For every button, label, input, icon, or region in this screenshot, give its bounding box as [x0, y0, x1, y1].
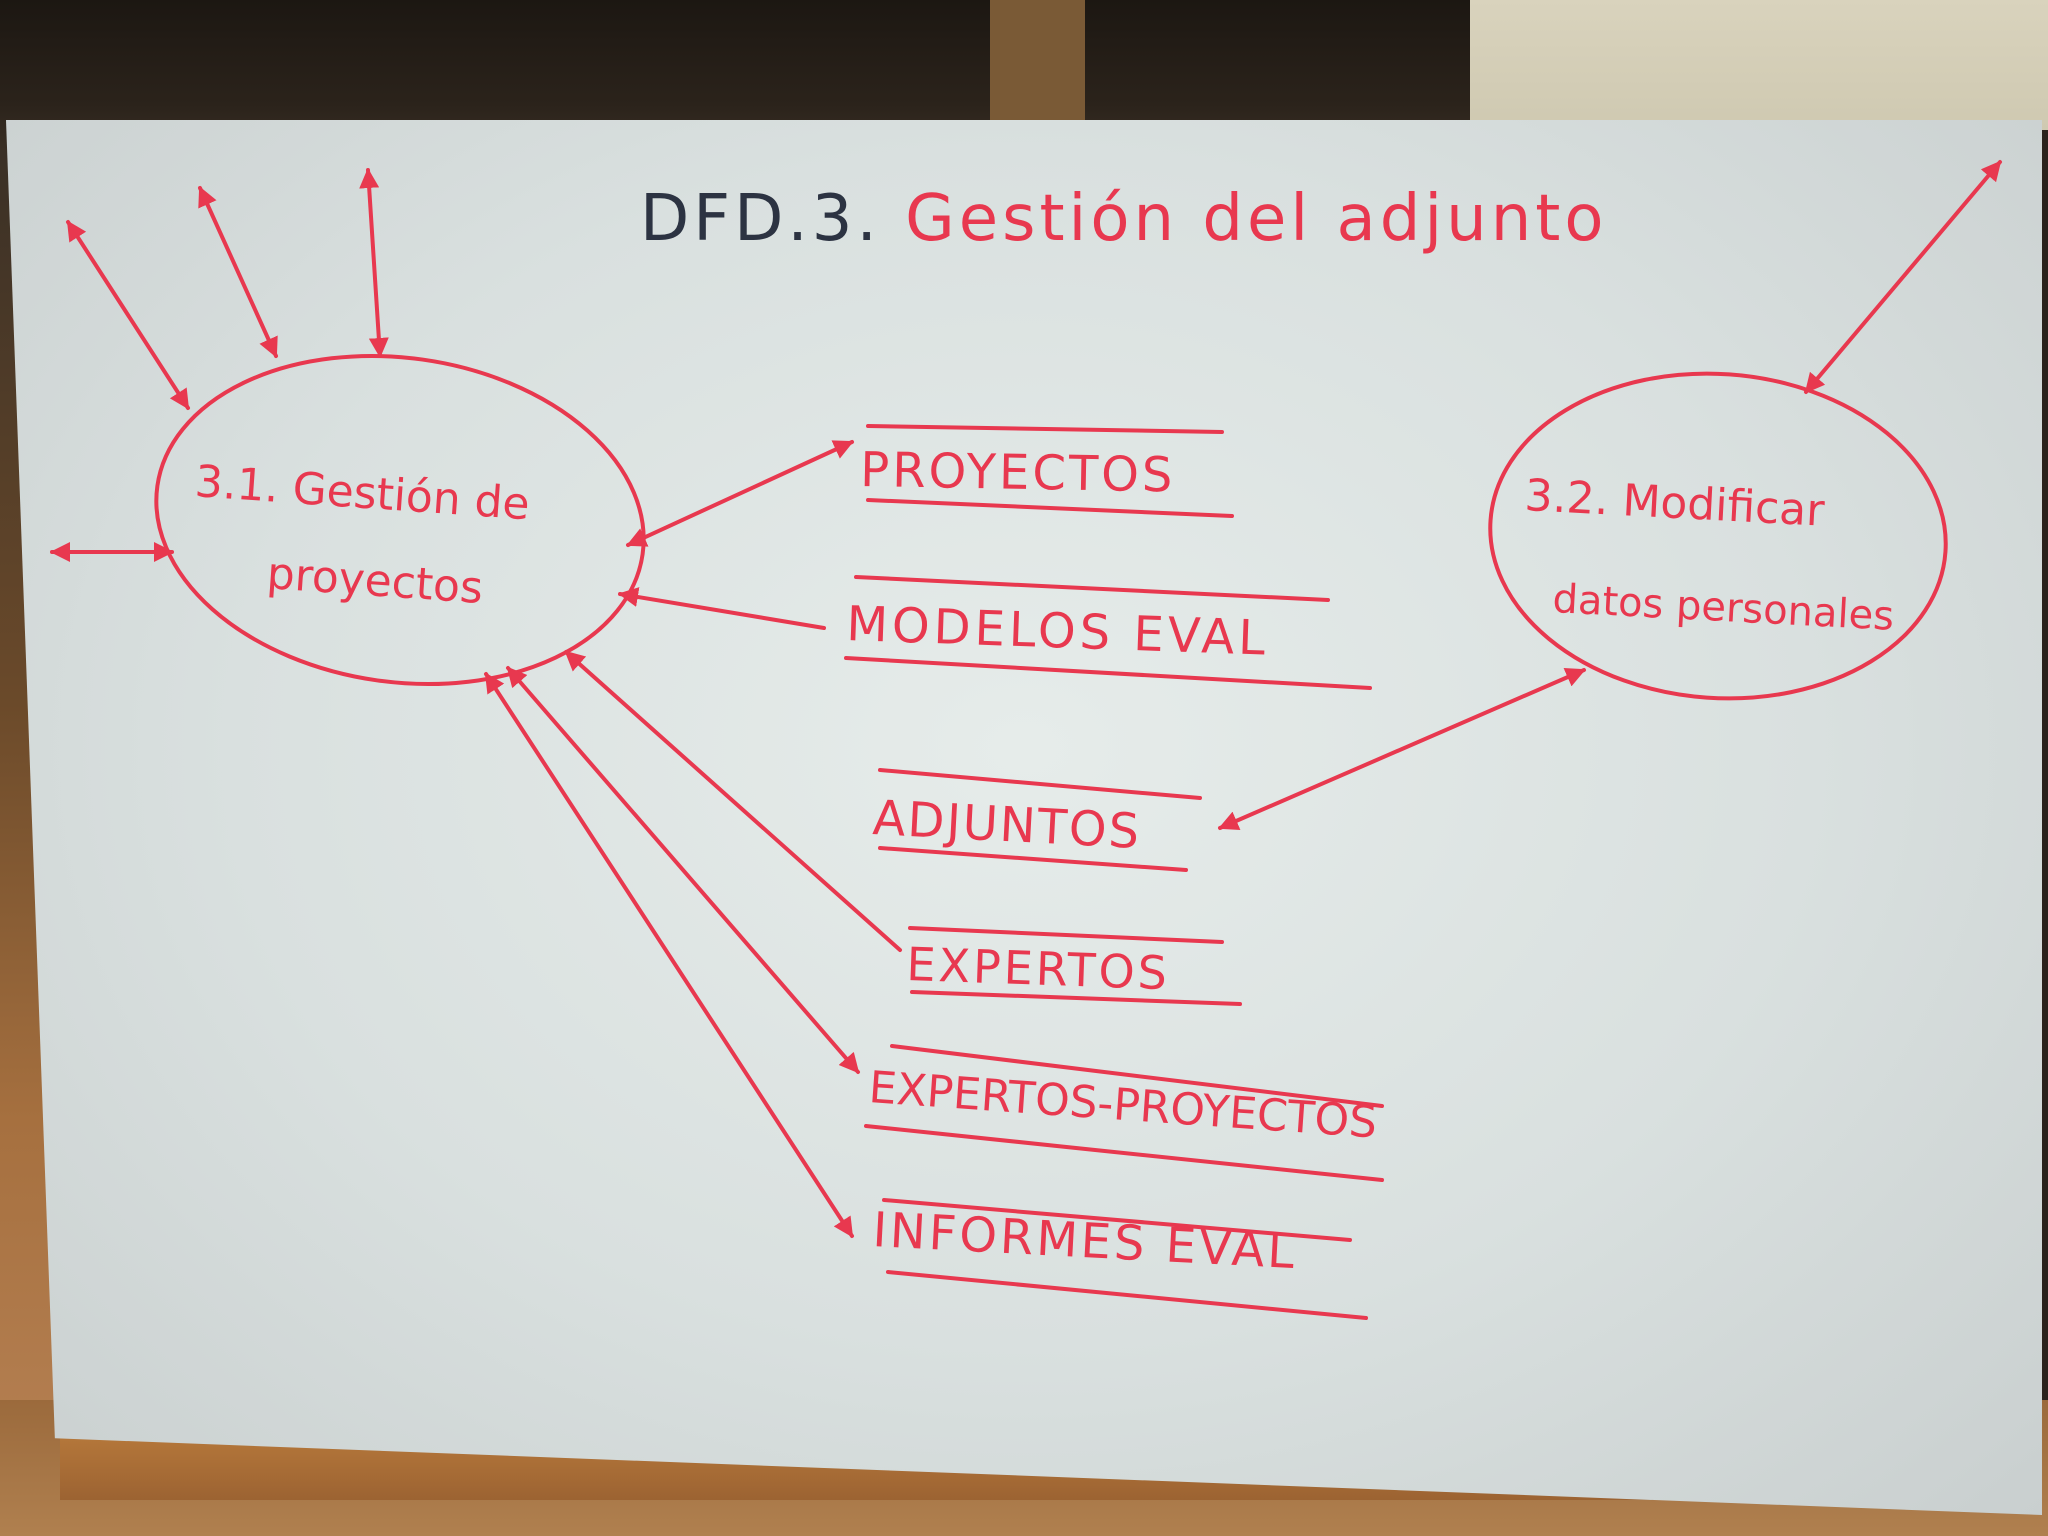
store-label-proyectos: PROYECTOS	[860, 442, 1176, 503]
flow-arrow	[359, 168, 389, 358]
store-label-modelos-eval: MODELOS EVAL	[846, 596, 1270, 667]
store-label-expertos: EXPERTOS	[906, 937, 1171, 1000]
diagram-title: DFD.3. Gestión del adjunto	[640, 182, 1608, 256]
process-3-1-label-line2: proyectos	[265, 548, 484, 614]
store-line	[854, 575, 1330, 602]
store-line	[864, 1124, 1384, 1182]
flow-arrow	[66, 220, 190, 410]
diagram-title-prefix: DFD.3.	[640, 182, 881, 256]
flow-arrow	[506, 666, 860, 1074]
diagram-title-text: Gestión del adjunto	[881, 182, 1608, 256]
store-line	[878, 846, 1188, 872]
process-3-2-label-line2: datos personales	[1551, 576, 1895, 640]
background-wall	[1470, 0, 2048, 130]
process-3-1-label-line1: 3.1. Gestión de	[193, 456, 531, 530]
store-line	[866, 424, 1224, 434]
process-3-2-label-line1: 3.2. Modificar	[1523, 470, 1826, 537]
flow-arrow	[484, 672, 854, 1238]
flow-arrow	[626, 440, 854, 547]
store-line	[910, 990, 1242, 1006]
flow-arrow	[1218, 667, 1586, 831]
whiteboard	[6, 120, 2042, 1515]
background-post	[990, 0, 1085, 140]
process-3-2-bubble	[1488, 371, 1948, 701]
flow-arrow	[564, 650, 902, 952]
store-line	[878, 768, 1202, 800]
flow-arrow	[1804, 160, 2002, 394]
store-line	[890, 1044, 1384, 1108]
flow-arrow	[198, 186, 278, 358]
store-line	[886, 1270, 1368, 1320]
store-line	[882, 1198, 1352, 1242]
flow-arrow	[618, 587, 826, 630]
process-3-1-bubble	[154, 353, 646, 687]
store-line	[844, 656, 1372, 690]
store-line	[866, 498, 1234, 518]
store-label-informes-eval: INFORMES EVAL	[871, 1202, 1298, 1280]
store-line	[908, 926, 1224, 944]
